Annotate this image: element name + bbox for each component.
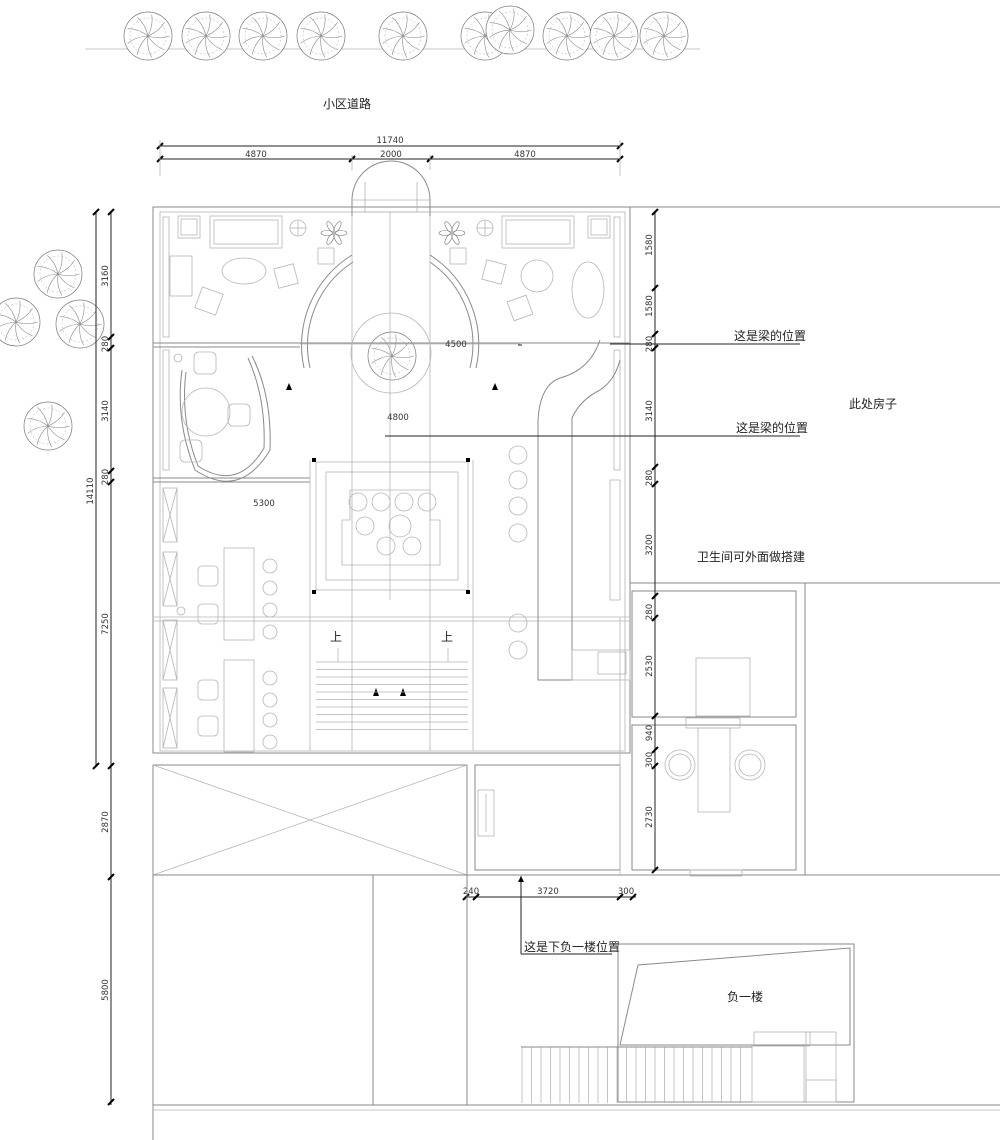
dim-right-10: 300 [645,752,655,768]
dim-right-8: 2530 [645,655,655,677]
tree-symbol [378,11,428,61]
tree-symbol [0,297,41,347]
beam-label-1: 这是梁的位置 [734,328,806,343]
dim-bottom-3: 300 [618,887,634,897]
dim-inner-5300: 5300 [253,499,275,509]
dim-left-5: 7250 [101,613,111,635]
basement-position-label: 这是下负一楼位置 [524,939,620,954]
toilet-label: 卫生间可外面做搭建 [697,549,805,564]
dim-bottom-2: 3720 [537,887,559,897]
dim-left-6: 2870 [101,811,111,833]
right-bar-counter [508,339,631,681]
tree-symbol [23,401,73,451]
dim-right-2: 1580 [645,295,655,317]
left-dimension-chain: 14110 3160 280 3140 280 7250 2870 5800 [86,208,115,1106]
beam-annotations: 这是梁的位置 这是梁的位置 此处房子 卫生间可外面做搭建 小区道路 [323,96,897,564]
basement-area: 这是下负一楼位置 负一楼 [152,875,1000,1140]
dim-left-total: 14110 [86,477,96,504]
entrance-arch [351,160,431,216]
tree-symbol [238,11,288,61]
dim-right-4: 3140 [645,400,655,422]
dim-left-1: 3160 [101,265,111,287]
meeting-room-left: 5300 [173,351,275,509]
bottom-dimension-chain: 240 3720 300 [462,887,637,901]
dim-right-9: 940 [645,725,655,741]
dim-bottom-1: 240 [463,887,479,897]
dim-left-7: 5800 [101,979,111,1001]
dim-inner-4500: 4500 [445,340,467,350]
tree-symbol [55,299,105,349]
dim-left-4: 280 [101,469,111,485]
tree-symbol [181,11,231,61]
tree-symbol [296,11,346,61]
building-walls [152,206,631,754]
dim-inner-4800: 4800 [387,413,409,423]
dim-top-right: 4870 [514,150,536,160]
tree-symbol [589,11,639,61]
stair-up-label-2: 上 [441,630,453,644]
trees-group [0,5,689,451]
dim-left-3: 3140 [101,400,111,422]
tree-symbol [123,11,173,61]
dim-top-mid: 2000 [380,150,402,160]
central-table-area [312,458,470,594]
toilet-area [619,206,1000,877]
stairs: 上 上 [316,630,468,730]
road-label: 小区道路 [323,96,371,111]
dim-right-5: 280 [645,470,655,486]
plant-icon [438,221,466,245]
central-courtyard-arc: 4500 4800 [286,254,522,437]
dim-right-11: 2730 [645,806,655,828]
beam-label-2: 这是梁的位置 [736,420,808,435]
tree-symbol [33,249,83,299]
dim-top-total: 11740 [376,136,403,146]
basement-label: 负一楼 [727,989,763,1004]
plant-icon [320,221,348,245]
tree-symbol [639,11,689,61]
house-label: 此处房子 [849,396,897,411]
lounge-top-right [317,215,611,322]
dim-left-2: 280 [101,336,111,352]
dim-top-left: 4870 [245,150,267,160]
top-dimension-chain: 11740 4870 2000 4870 [156,136,624,176]
dim-right-6: 3200 [645,534,655,556]
left-workstations [162,487,278,753]
lower-service-areas [152,764,1000,876]
lounge-top-left [169,215,307,316]
stair-up-label-1: 上 [330,630,342,644]
tree-symbol [485,5,535,55]
basement-stair-stripes [521,1046,752,1103]
tree-symbol [367,331,417,381]
tree-symbol [542,11,592,61]
right-dimension-chain: 1580 1580 280 3140 280 3200 280 2530 940… [645,208,659,874]
dim-right-7: 280 [645,604,655,620]
dim-right-1: 1580 [645,234,655,256]
